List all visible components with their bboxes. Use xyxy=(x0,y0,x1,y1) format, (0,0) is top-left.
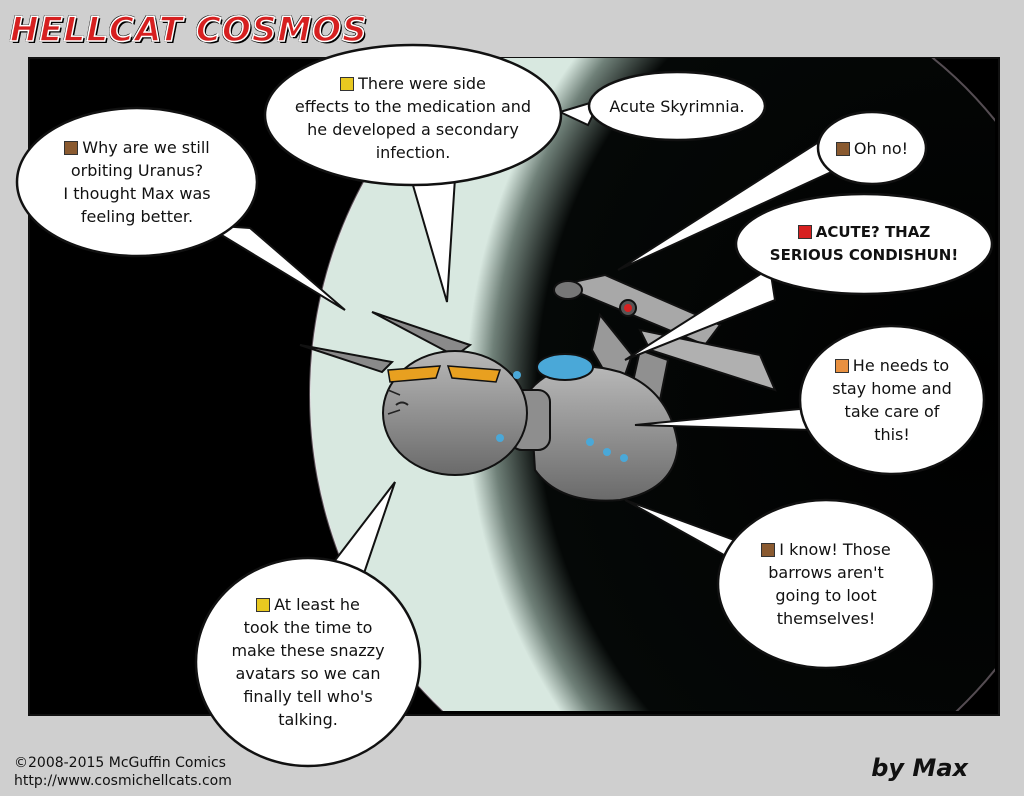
bubble-line: feeling better. xyxy=(80,207,194,226)
copyright-text: ©2008-2015 McGuffin Comics xyxy=(14,755,226,771)
bubble-line: took the time to xyxy=(243,618,373,637)
bubble-line: effects to the medication and xyxy=(294,97,532,116)
bubble-line: infection. xyxy=(375,143,451,162)
bubble-line: ACUTE? THAZ xyxy=(815,223,931,241)
bubble-line: Oh no! xyxy=(853,138,909,158)
speech-bubble-stay-home: He needs to stay home and take care of t… xyxy=(810,342,974,458)
site-url-link[interactable]: http://www.cosmichellcats.com xyxy=(14,773,232,789)
author-byline: by Max xyxy=(871,754,968,782)
bubble-line: Why are we still xyxy=(82,138,210,157)
orange-cat-avatar-icon xyxy=(834,359,849,373)
bubble-line: At least he xyxy=(274,595,360,614)
bubble-line: There were side xyxy=(358,74,486,93)
brown-cat-avatar-icon xyxy=(761,543,776,557)
bubble-line: this! xyxy=(874,425,910,444)
bubble-line: going to loot xyxy=(775,586,877,605)
brown-cat-avatar-icon xyxy=(835,141,850,156)
speech-bubble-barrows: I know! Those barrows aren't going to lo… xyxy=(732,526,920,642)
bubble-line: Acute Skyrimnia. xyxy=(609,96,745,116)
cat-spaceship xyxy=(299,273,777,502)
brown-cat-avatar-icon xyxy=(64,141,79,155)
speech-bubble-acute-skyrimnia: Acute Skyrimnia. xyxy=(597,88,757,124)
footer-credits: ©2008-2015 McGuffin Comics http://www.co… xyxy=(14,754,232,790)
bubble-line: he developed a secondary xyxy=(307,120,519,139)
speech-bubble-oh-no: Oh no! xyxy=(825,130,919,166)
comic-title: HELLCAT COSMOS xyxy=(9,9,368,51)
speech-bubble-acute-serious: ACUTE? THAZ SERIOUS CONDISHUN! xyxy=(745,214,983,274)
bubble-line: He needs to xyxy=(852,356,950,375)
bubble-line: stay home and xyxy=(832,379,952,398)
bubble-line: themselves! xyxy=(776,609,876,628)
red-cat-avatar-icon xyxy=(797,225,812,239)
bubble-line: I know! Those xyxy=(779,540,891,559)
bubble-line: I thought Max was xyxy=(63,184,211,203)
bubble-line: take care of xyxy=(844,402,940,421)
bubble-line: make these snazzy xyxy=(231,641,385,660)
yellow-cat-avatar-icon xyxy=(340,77,355,91)
bubble-line: barrows aren't xyxy=(768,563,884,582)
bubble-line: SERIOUS CONDISHUN! xyxy=(769,246,959,264)
speech-bubble-why-orbiting: Why are we still orbiting Uranus? I thou… xyxy=(27,116,247,248)
bubble-line: orbiting Uranus? xyxy=(70,161,204,180)
speech-bubble-snazzy-avatars: At least he took the time to make these … xyxy=(210,586,406,738)
bubble-line: finally tell who's xyxy=(243,687,373,706)
bubble-tails xyxy=(204,98,842,587)
bubble-line: avatars so we can xyxy=(235,664,381,683)
bubble-shapes xyxy=(15,43,994,768)
bubble-line: talking. xyxy=(278,710,338,729)
speech-bubble-side-effects: There were side effects to the medicatio… xyxy=(275,58,551,178)
yellow-cat-avatar-icon xyxy=(256,598,271,612)
